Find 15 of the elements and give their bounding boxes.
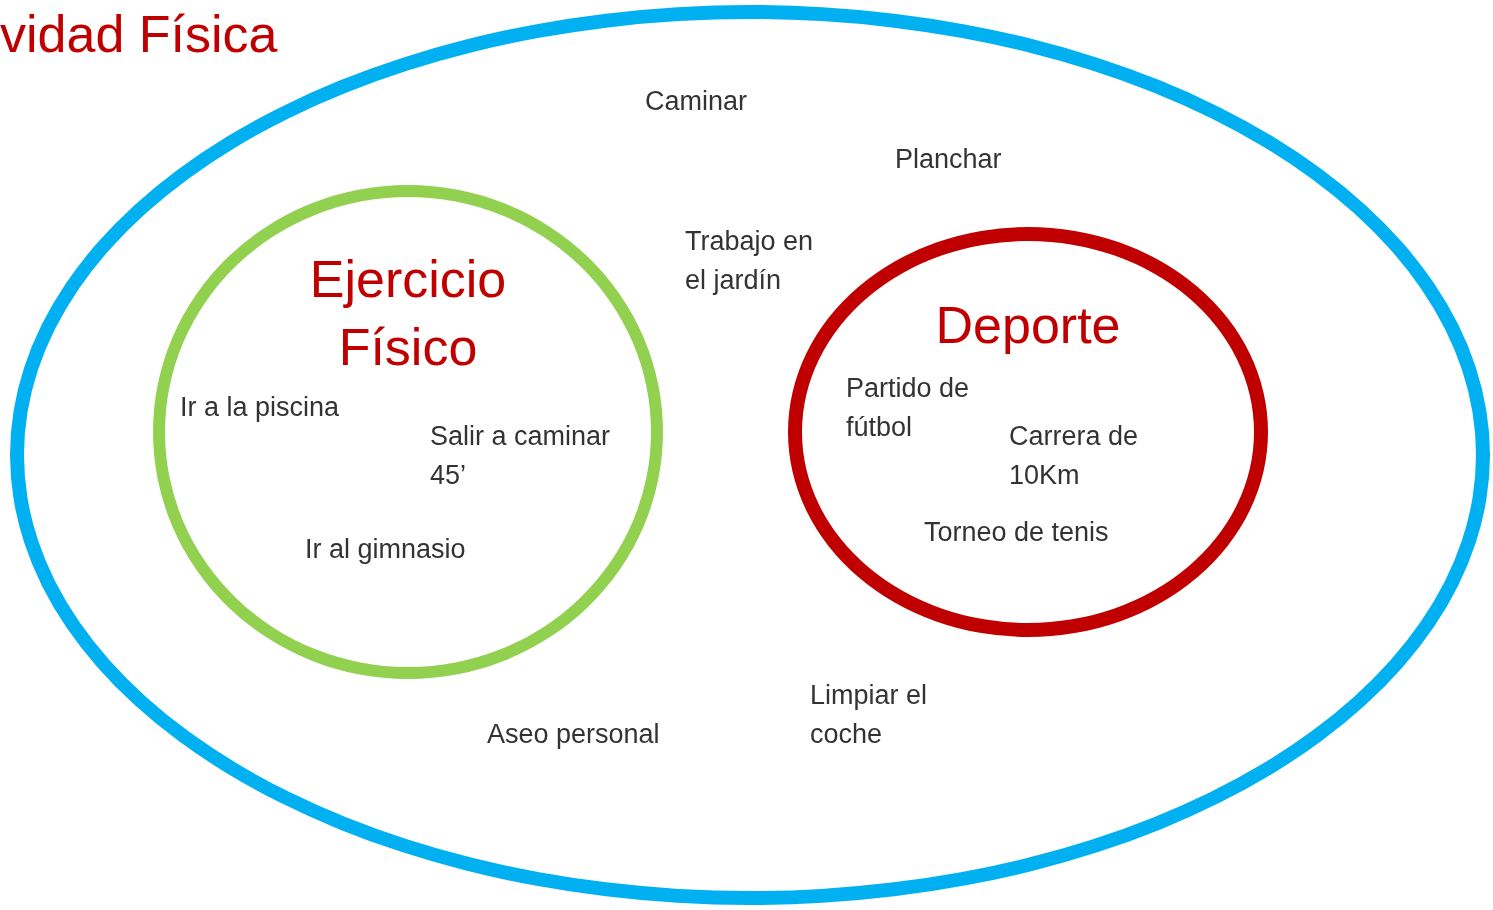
activity-label: Trabajo en el jardín — [685, 225, 815, 297]
activity-label: Caminar — [645, 85, 748, 118]
set-title: Deporte — [934, 295, 1122, 356]
activity-label: Aseo personal — [487, 718, 660, 751]
activity-label: Ir a la piscina — [180, 391, 340, 424]
activity-label: Carrera de 10Km — [1009, 420, 1140, 492]
activity-label: Ir al gimnasio — [305, 533, 466, 566]
activity-label: Planchar — [895, 143, 1002, 176]
exercise-circle — [153, 185, 663, 679]
set-title: vidad Física — [0, 4, 278, 65]
activity-label: Limpiar el coche — [810, 679, 929, 751]
activity-label: Partido de fútbol — [846, 372, 971, 444]
activity-label: Salir a caminar 45’ — [430, 420, 612, 492]
activity-label: Torneo de tenis — [924, 516, 1109, 549]
set-title: Ejercicio Físico — [308, 249, 508, 378]
